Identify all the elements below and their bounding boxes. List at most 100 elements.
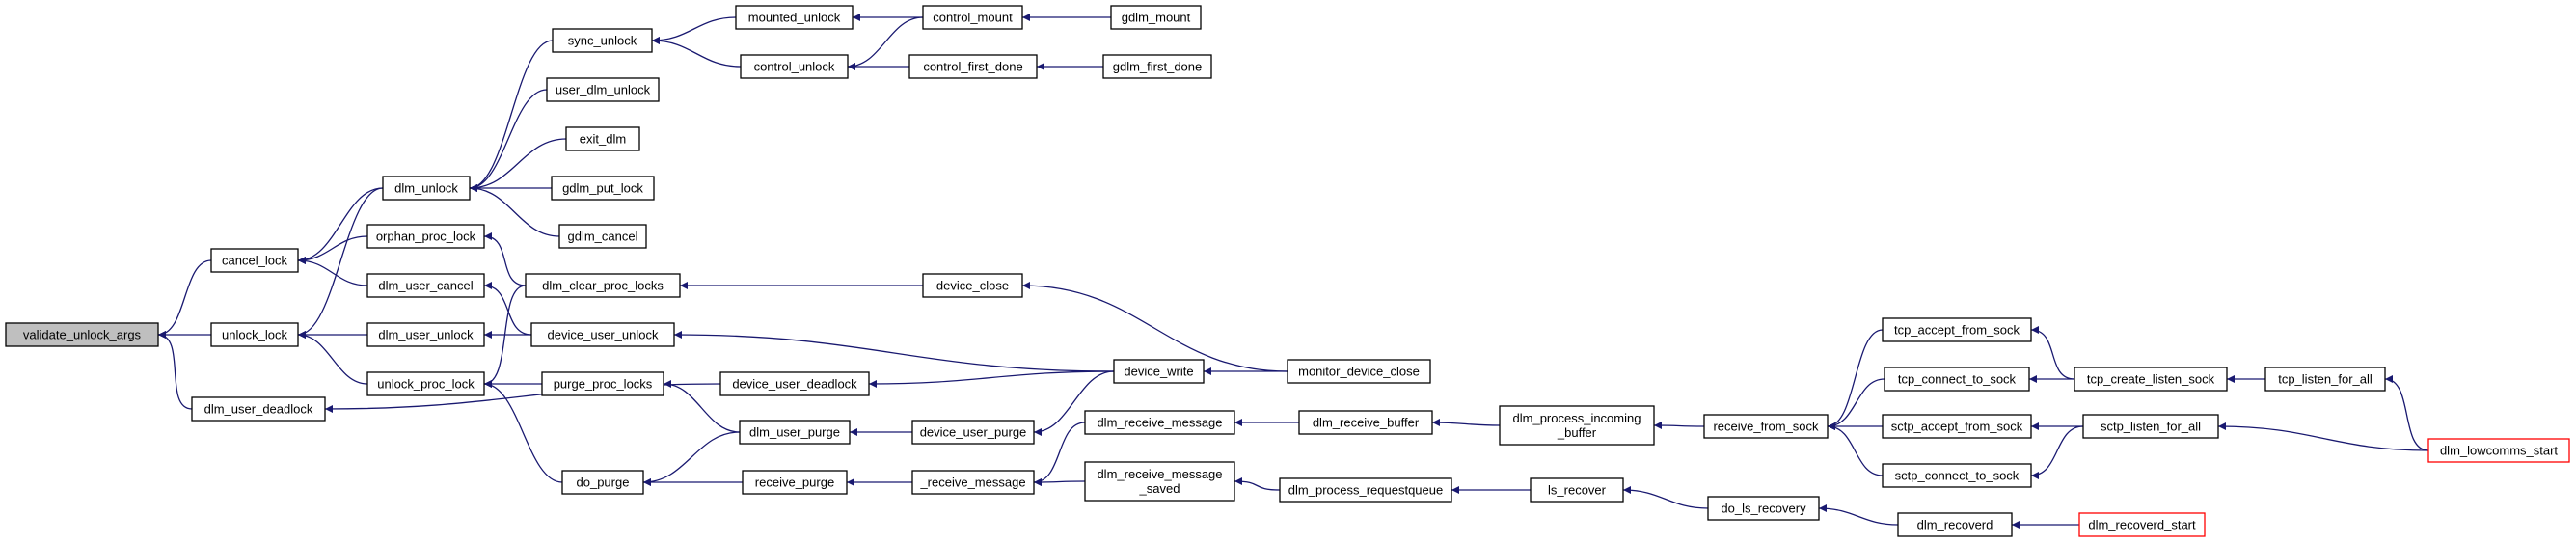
node-do-ls-recovery[interactable]: do_ls_recovery (1707, 496, 1820, 521)
node-orphan-proc-lock[interactable]: orphan_proc_lock (366, 224, 485, 249)
node-box (5, 322, 159, 347)
node-sctp-accept-from-sock[interactable]: sctp_accept_from_sock (1882, 414, 2032, 439)
node-label: monitor_device_close (1298, 365, 1420, 379)
node-ls-recover[interactable]: ls_recover (1530, 477, 1624, 503)
node-box (366, 322, 485, 347)
node-label: orphan_proc_lock (376, 230, 476, 244)
node-unlock-proc-lock[interactable]: unlock_proc_lock (366, 371, 485, 396)
node-receive-from-sock[interactable]: receive_from_sock (1703, 414, 1829, 439)
node-box (1897, 512, 2013, 537)
node-box (740, 54, 849, 79)
node-layer: validate_unlock_args cancel_lock unlock_lo… (5, 5, 2570, 537)
node-monitor-device-close[interactable]: monitor_device_close (1287, 359, 1431, 384)
node-exit-dlm[interactable]: exit_dlm (565, 126, 640, 151)
node-dlm-unlock[interactable]: dlm_unlock (382, 176, 471, 201)
node-dlm-user-purge[interactable]: dlm_user_purge (739, 420, 851, 445)
node-label: dlm_recoverd_start (2088, 518, 2196, 532)
node-gdlm-put-lock[interactable]: gdlm_put_lock (551, 176, 655, 201)
node-label: device_close (936, 279, 1009, 293)
node-gdlm-first-done[interactable]: gdlm_first_done (1102, 54, 1212, 79)
edge-sctp-connect-to-sock-to-receive-from-sock (1827, 422, 1884, 476)
edge-dlm-lowcomms-start-to-tcp-listen-for-all (2384, 375, 2429, 451)
edge-tcp-connect-to-sock-to-receive-from-sock (1827, 378, 1885, 430)
edge-device-write-to-device-user-purge (1033, 370, 1115, 436)
node-dlm-clear-proc-locks[interactable]: dlm_clear_proc_locks (525, 273, 681, 298)
node-gdlm-cancel[interactable]: gdlm_cancel (558, 224, 647, 249)
node-control-mount[interactable]: control_mount (922, 5, 1023, 30)
node-dlm-process-requestqueue[interactable]: dlm_process_requestqueue (1279, 477, 1452, 503)
node-box (1110, 5, 1202, 30)
node-dlm-receive-message[interactable]: dlm_receive_message (1084, 410, 1235, 435)
node-label: dlm_receive_message (1097, 467, 1222, 481)
node-dlm-lowcomms-start[interactable]: dlm_lowcomms_start (2427, 438, 2570, 463)
node-receive-purge[interactable]: receive_purge (742, 470, 848, 495)
node-label: receive_from_sock (1713, 420, 1819, 434)
edge-monitor-device-close-to-device-close (1021, 282, 1288, 372)
node-label: control_mount (933, 11, 1013, 25)
node-sync-unlock[interactable]: sync_unlock (552, 28, 653, 53)
node-box (552, 28, 653, 53)
node-box (525, 273, 681, 298)
node-device-user-unlock[interactable]: device_user_unlock (530, 322, 675, 347)
node-cancel-lock[interactable]: cancel_lock (210, 248, 299, 273)
node-tcp-create-listen-sock[interactable]: tcp_create_listen_sock (2074, 367, 2228, 392)
node-dlm-user-deadlock[interactable]: dlm_user_deadlock (191, 396, 326, 422)
node-label: device_user_unlock (548, 328, 659, 342)
node-label: cancel_lock (222, 254, 287, 268)
node-dlm-receive-message-saved[interactable]: dlm_receive_message_saved (1084, 461, 1235, 502)
node-label: purge_proc_locks (554, 377, 653, 392)
node-do-purge[interactable]: do_purge (561, 470, 644, 495)
node-mounted-unlock[interactable]: mounted_unlock (735, 5, 854, 30)
node-device-user-purge[interactable]: device_user_purge (911, 420, 1035, 445)
node-dlm-receive-buffer[interactable]: dlm_receive_buffer (1298, 410, 1433, 435)
node-label: exit_dlm (580, 132, 626, 147)
node-box (2078, 512, 2206, 537)
node-label: sync_unlock (568, 34, 637, 48)
node-device-write[interactable]: device_write (1113, 359, 1205, 384)
node-box (1298, 410, 1433, 435)
node-dlm-user-cancel[interactable]: dlm_user_cancel (366, 273, 485, 298)
node-label: dlm_receive_message (1097, 416, 1222, 430)
node-tcp-accept-from-sock[interactable]: tcp_accept_from_sock (1882, 317, 2032, 342)
edge-dlm-receive-message-to-receive-message (1033, 422, 1086, 486)
edge-layer (157, 14, 2429, 529)
node-label: validate_unlock_args (23, 328, 142, 342)
edge-orphan-proc-lock-to-cancel-lock (297, 235, 368, 264)
edge-dlm-clear-proc-locks-to-orphan-proc-lock (483, 232, 527, 286)
node-label: mounted_unlock (748, 11, 841, 25)
node-label: tcp_accept_from_sock (1894, 323, 2020, 338)
node-sctp-connect-to-sock[interactable]: sctp_connect_to_sock (1882, 463, 2032, 488)
edge-cancel-lock-to-validate-unlock-args (157, 259, 212, 339)
node-device-user-deadlock[interactable]: device_user_deadlock (719, 371, 870, 396)
node-box (1113, 359, 1205, 384)
edge-dlm-user-cancel-to-cancel-lock (297, 257, 368, 286)
node-control-first-done[interactable]: control_first_done (908, 54, 1038, 79)
node-label: gdlm_cancel (568, 230, 638, 244)
node-box (1499, 405, 1655, 446)
node-label: gdlm_first_done (1113, 60, 1203, 74)
node-device-close[interactable]: device_close (922, 273, 1023, 298)
edge-receive-from-sock-to-dlm-process-incoming-buffer (1653, 422, 1705, 430)
node-label: unlock_proc_lock (377, 377, 475, 392)
edge-mounted-unlock-to-sync-unlock (651, 16, 737, 44)
node-gdlm-mount[interactable]: gdlm_mount (1110, 5, 1202, 30)
node-purge-proc-locks[interactable]: purge_proc_locks (541, 371, 664, 396)
node-dlm-user-unlock[interactable]: dlm_user_unlock (366, 322, 485, 347)
node-receive-message[interactable]: _receive_message (911, 470, 1035, 495)
node-tcp-listen-for-all[interactable]: tcp_listen_for_all (2264, 367, 2386, 392)
node-dlm-process-incoming-buffer[interactable]: dlm_process_incoming_buffer (1499, 405, 1655, 446)
node-tcp-connect-to-sock[interactable]: tcp_connect_to_sock (1884, 367, 2030, 392)
node-box (742, 470, 848, 495)
node-sctp-listen-for-all[interactable]: sctp_listen_for_all (2082, 414, 2219, 439)
node-box (735, 5, 854, 30)
edge-sync-unlock-to-dlm-unlock (469, 40, 554, 192)
node-dlm-recoverd-start[interactable]: dlm_recoverd_start (2078, 512, 2206, 537)
edge-dlm-process-requestqueue-to-dlm-receive-message-saved (1234, 477, 1281, 491)
edge-dlm-process-incoming-buffer-to-dlm-receive-buffer (1431, 419, 1501, 427)
node-unlock-lock[interactable]: unlock_lock (210, 322, 299, 347)
node-control-unlock[interactable]: control_unlock (740, 54, 849, 79)
node-dlm-recoverd[interactable]: dlm_recoverd (1897, 512, 2013, 537)
node-user-dlm-unlock[interactable]: user_dlm_unlock (546, 77, 660, 102)
node-validate-unlock-args[interactable]: validate_unlock_args (5, 322, 159, 347)
node-label: dlm_recoverd (1917, 518, 1993, 532)
